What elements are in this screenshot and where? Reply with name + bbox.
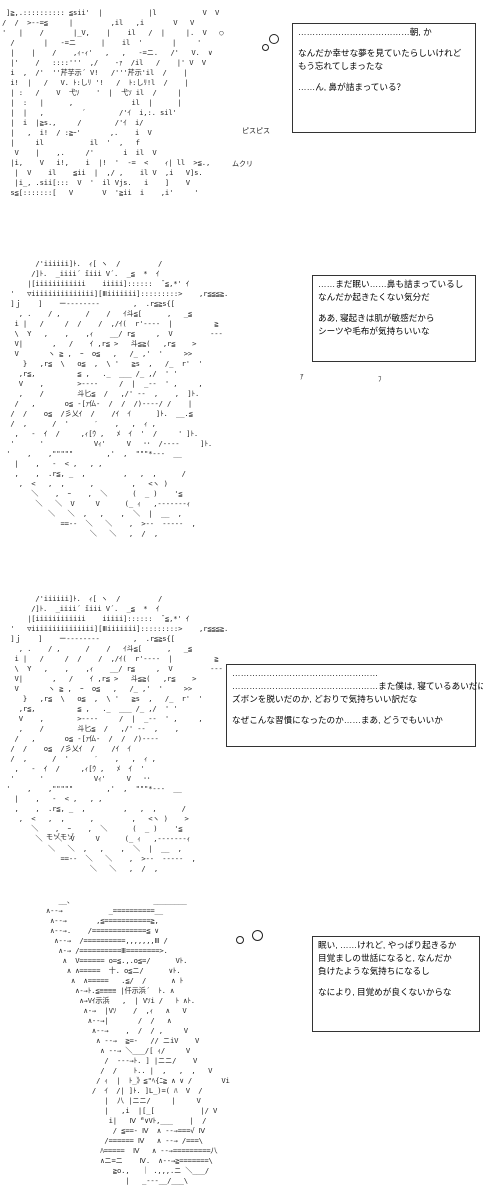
ascii-art-character-in-bed-2: /'iiiiii]ﾄ. ｨ[ ヽ / / /]ﾄ. _iiii´ ̄iiii V…	[6, 594, 229, 873]
sfx-a: ｱ	[300, 374, 304, 381]
dialogue-line: ……まだ眠い……鼻も詰まっているし	[318, 279, 464, 289]
panel-3: /'iiiiii]ﾄ. ｨ[ ヽ / / /]ﾄ. _iiii´ ̄iiii V…	[0, 590, 483, 880]
thought-bubble-medium	[269, 34, 279, 44]
dialogue-box-3: …………………………………………… ……………………………………………また僕は,…	[226, 664, 483, 747]
dialogue-line: ズボンを脱いだのか, どおりで気持ちいい訳だな	[232, 694, 418, 704]
dialogue-line: ああ, 寝起きは肌が敏感だから	[318, 313, 435, 323]
dialogue-line: 負けたような気持ちになるし	[318, 966, 430, 976]
panel-4: __、 ________ ∧--→ _==========__ ∧--→ ,≦=…	[0, 890, 483, 1200]
dialogue-line: ……………………………………………	[232, 668, 379, 678]
dialogue-line: なぜこんな習慣になったのか……まあ, どうでもいいか	[232, 715, 443, 725]
ascii-art-character-waking: ]≧,.:::::::::: ≦sii' | |l V V / / >--=≦ …	[2, 8, 224, 197]
dialogue-line: 眠い, ……けれど, やっぱり起きるか	[318, 940, 457, 950]
dialogue-line: …………………………………朝, か	[298, 27, 432, 37]
dialogue-box-2: ……まだ眠い……鼻も詰まっているし なんだか起きたくない気分だ ああ, 寝起きは…	[312, 275, 476, 362]
panel-1: ]≧,.:::::::::: ≦sii' | |l V V / / >--=≦ …	[0, 0, 483, 260]
dialogue-box-4: 眠い, ……けれど, やっぱり起きるか 目覚ましの世話になると, なんだか 負け…	[312, 936, 480, 1032]
dialogue-box-1: …………………………………朝, か なんだか幸せな夢を見ていたらしいけれど もう…	[292, 23, 476, 133]
ascii-art-character-sitting-up: __、 ________ ∧--→ _==========__ ∧--→ ,≦=…	[45, 896, 230, 1185]
dialogue-line: シーツや毛布が気持ちいいな	[318, 326, 430, 336]
panel-2: /'iiiiii]ﾄ. ｨ[ ヽ / / /]ﾄ. _iiii´ ̄iiii V…	[0, 255, 483, 555]
ascii-art-character-in-bed: /'iiiiii]ﾄ. ｨ[ ヽ / / /]ﾄ. _iiii´ ̄iiii V…	[6, 259, 229, 538]
thought-bubble-medium	[252, 930, 263, 941]
thought-bubble-small	[236, 936, 244, 944]
dialogue-spacer	[318, 978, 474, 986]
dialogue-line: ……………………………………………また僕は, 寝ているあいだに	[232, 681, 483, 691]
sfx-fu: ﾌ	[378, 376, 382, 383]
dialogue-spacer	[298, 73, 470, 81]
dialogue-line: なんだか起きたくない気分だ	[318, 292, 430, 302]
dialogue-spacer	[318, 304, 470, 312]
dialogue-line: もう忘れてしまったな	[298, 61, 384, 71]
dialogue-line: ……ん, 鼻が詰まっている？	[298, 82, 406, 92]
dialogue-spacer	[298, 39, 470, 47]
sfx-fidget: モゾモゾ	[46, 834, 74, 841]
sfx-sit-up: ムクリ	[232, 161, 253, 168]
dialogue-line: なんだか幸せな夢を見ていたらしいけれど	[298, 48, 462, 58]
dialogue-line: なにより, 目覚めが良くないからな	[318, 987, 452, 997]
dialogue-spacer	[232, 706, 470, 714]
sfx-sniffle: ピスピス	[242, 128, 270, 135]
dialogue-line: 目覚ましの世話になると, なんだか	[318, 953, 452, 963]
thought-bubble-small	[262, 44, 269, 51]
